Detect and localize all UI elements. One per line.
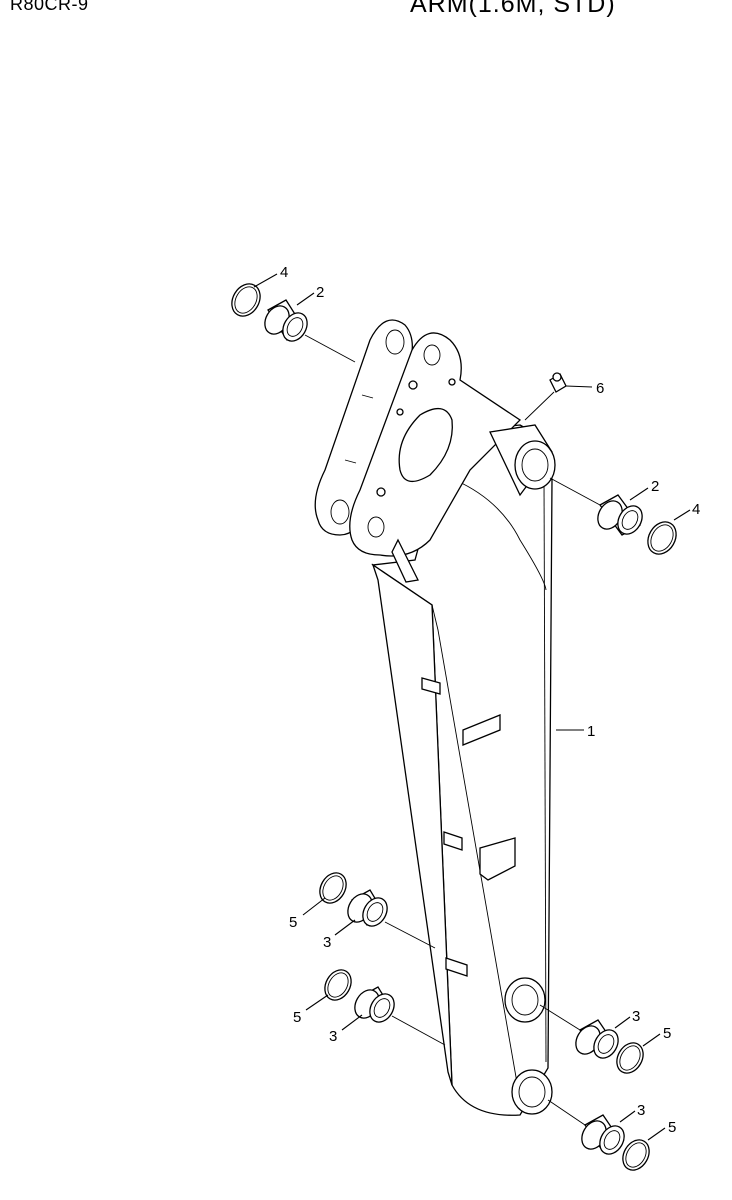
callout-3-left-1: 3: [323, 934, 331, 951]
bushing-top-right: [597, 494, 643, 536]
callout-5-right-2: 5: [668, 1119, 676, 1136]
callout-6: 6: [596, 380, 604, 397]
callout-5-right-1: 5: [663, 1025, 671, 1042]
callout-2-right: 2: [651, 478, 659, 495]
shim-ring-top-left: [231, 283, 261, 317]
callout-1: 1: [587, 723, 595, 740]
callout-2-top-left: 2: [316, 284, 324, 301]
shim-ring-left-2: [324, 969, 352, 1001]
arm-top-bracket: [314, 319, 556, 583]
callout-4-top-left: 4: [280, 264, 288, 281]
bushing-right-2: [581, 1114, 625, 1155]
bushing-right-1: [575, 1019, 619, 1059]
bushing-left-1: [347, 889, 388, 927]
shim-ring-right-2: [622, 1139, 650, 1171]
shim-ring-right-1: [616, 1042, 644, 1074]
model-number: R80CR-9: [10, 0, 89, 14]
callout-3-right-1: 3: [632, 1008, 640, 1025]
bushing-top-left: [264, 299, 308, 342]
callout-4-right: 4: [692, 501, 700, 518]
callout-3-left-2: 3: [329, 1028, 337, 1045]
leader-lines: [253, 273, 691, 1141]
bushing-left-2: [354, 986, 395, 1023]
arm-body: [371, 424, 553, 1116]
callout-3-right-2: 3: [637, 1102, 645, 1119]
shim-ring-top-right: [647, 521, 677, 555]
shim-ring-left-1: [319, 872, 347, 904]
diagram-title: ARM(1.6M, STD): [410, 0, 616, 18]
callout-5-left-1: 5: [289, 914, 297, 931]
grease-fitting: [549, 372, 567, 393]
callout-5-left-2: 5: [293, 1009, 301, 1026]
